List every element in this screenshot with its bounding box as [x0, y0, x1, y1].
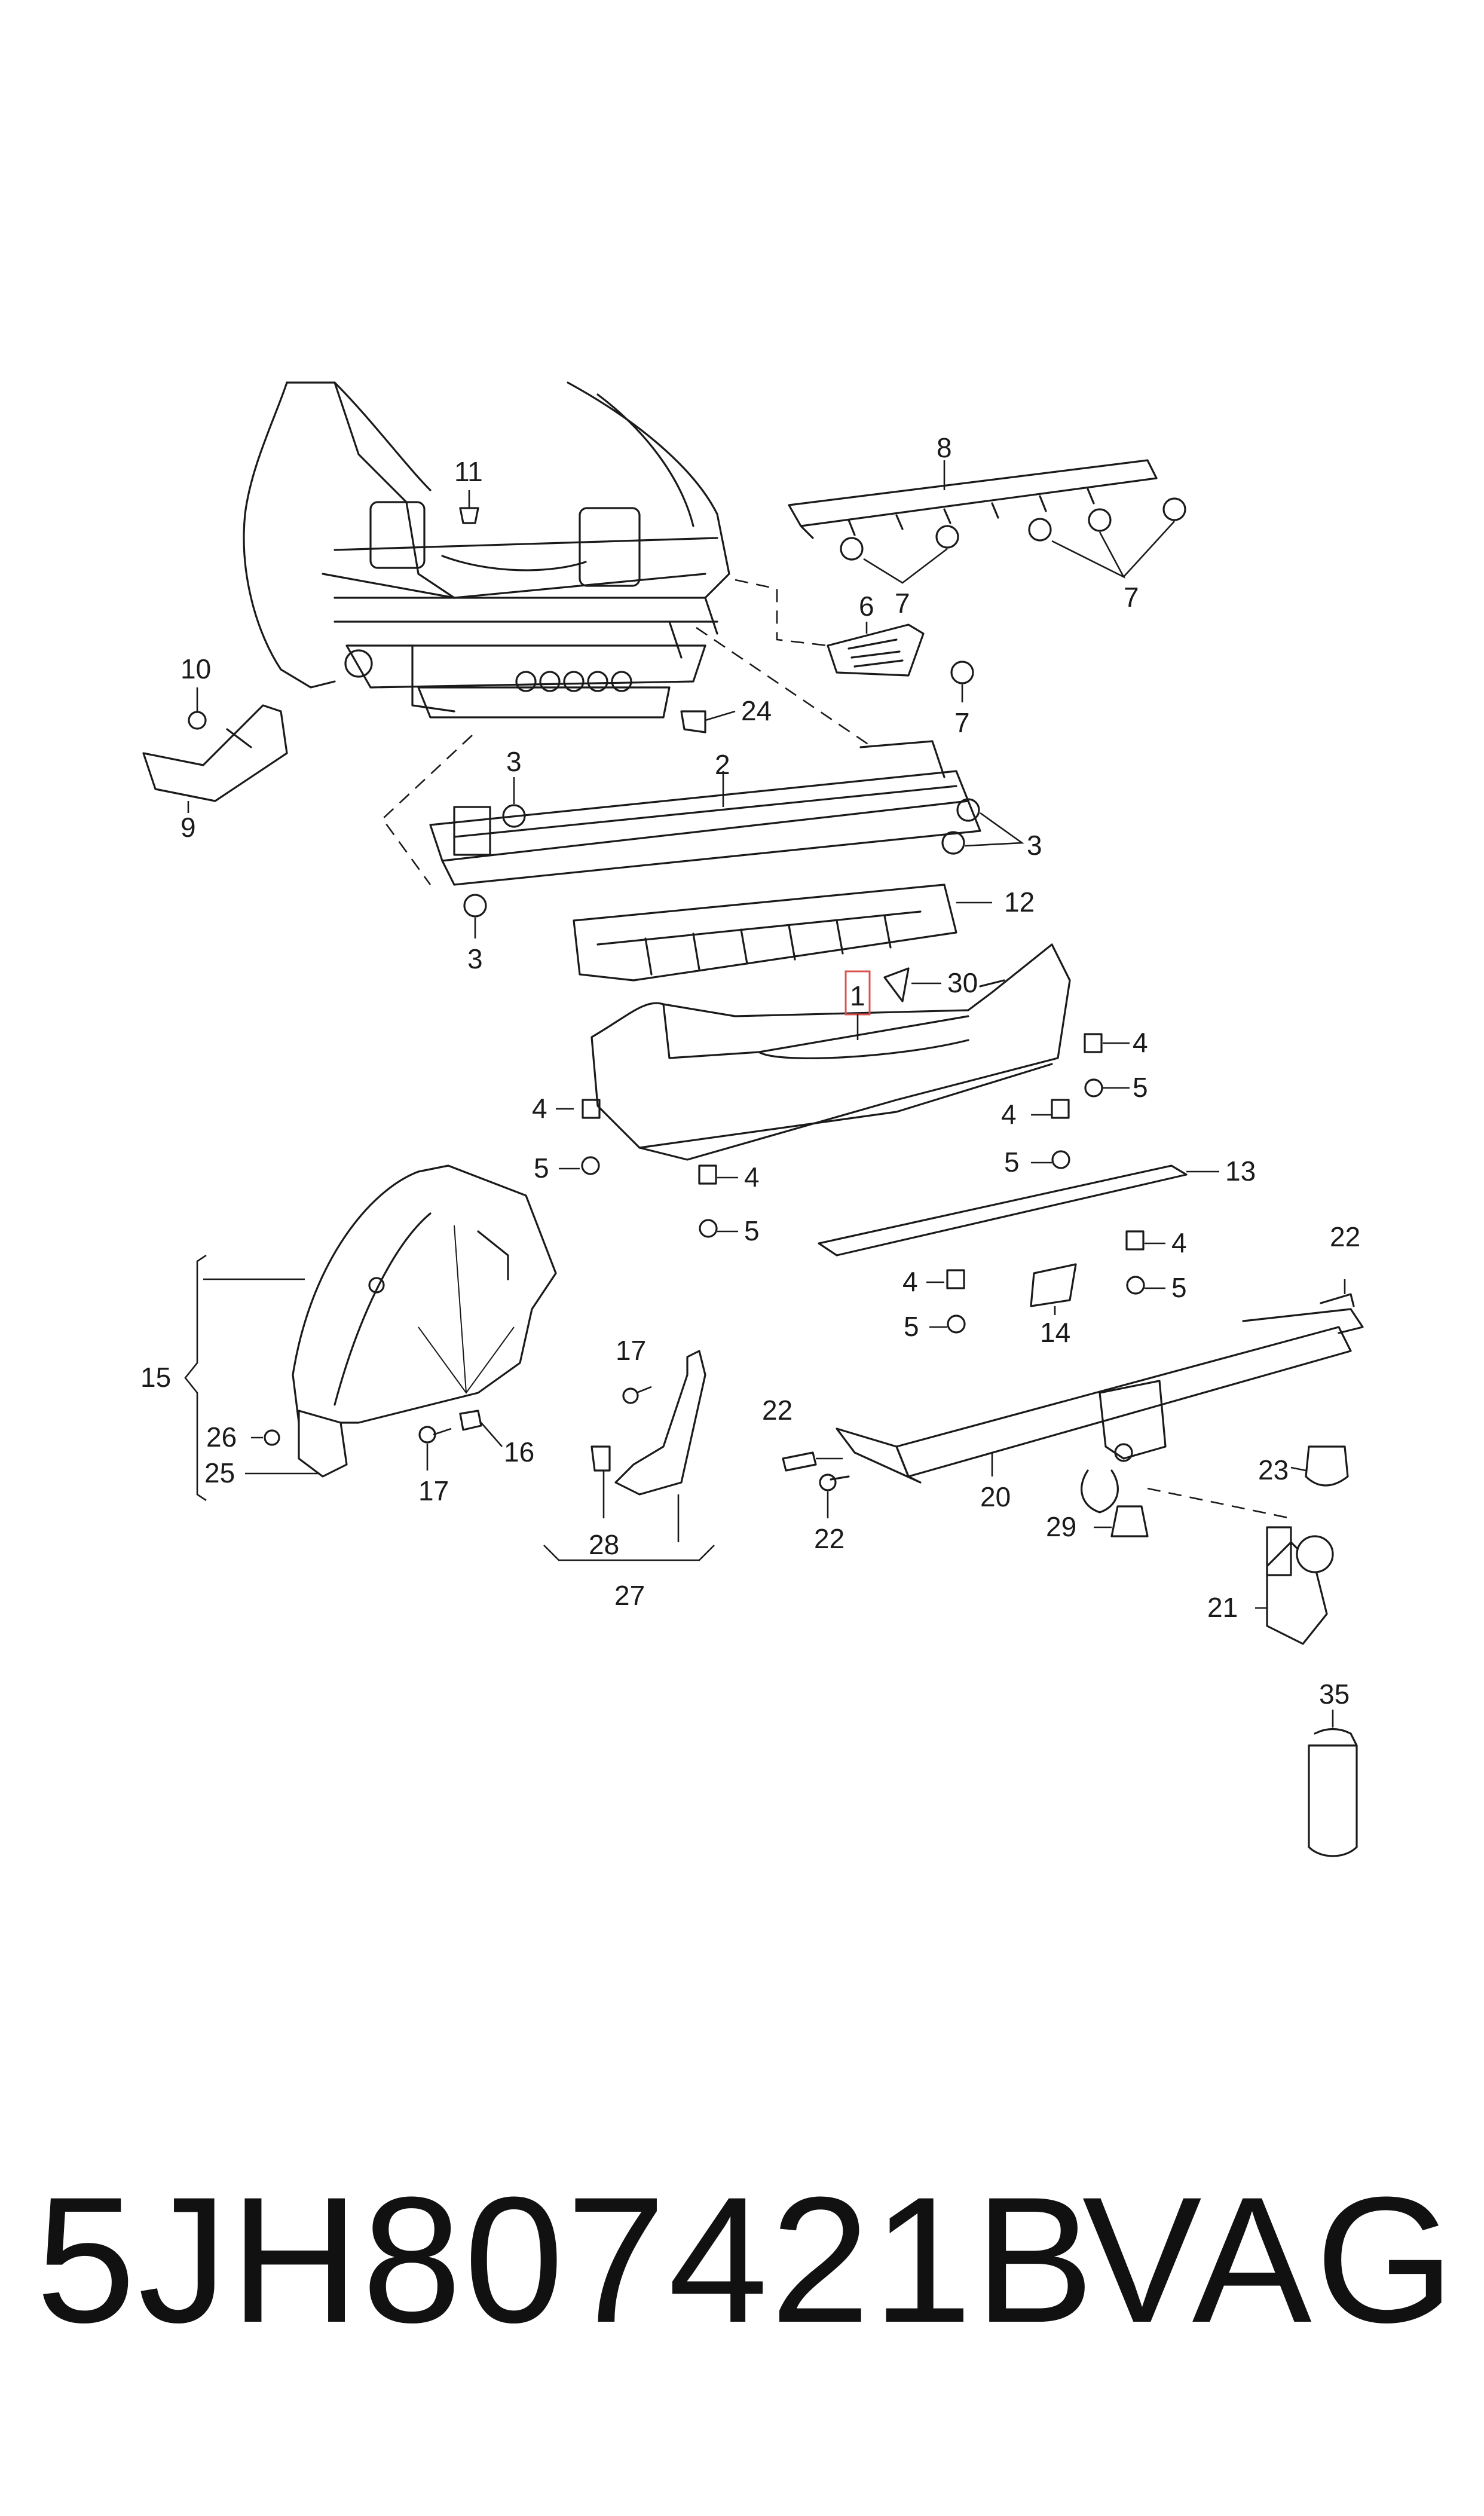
part-6-bracket	[827, 622, 974, 702]
callout-1: 1	[850, 980, 865, 1011]
callout-5: 5	[744, 1215, 760, 1246]
callout-28: 28	[589, 1529, 619, 1560]
callout-2: 2	[715, 749, 730, 780]
part-27-mud-flap	[543, 1350, 715, 1561]
callout-5: 5	[534, 1152, 549, 1184]
callout-4: 4	[1133, 1027, 1148, 1058]
callout-29: 29	[1046, 1511, 1076, 1542]
callout-8: 8	[937, 432, 952, 463]
callout-26: 26	[206, 1421, 237, 1453]
part-15-wheel-liner	[184, 1164, 557, 1502]
callout-16: 16	[504, 1436, 534, 1468]
callout-6: 6	[859, 591, 874, 622]
callout-5: 5	[1171, 1272, 1187, 1303]
footer: 5JH807421B VAG	[36, 2152, 1458, 2367]
callout-7: 7	[954, 707, 970, 738]
part-25-26-bracket	[245, 1410, 348, 1478]
part-14-cover-cap	[1030, 1263, 1077, 1315]
callout-20: 20	[980, 1481, 1011, 1512]
callout-22: 22	[1330, 1221, 1360, 1252]
part-number: 5JH807421B	[36, 2159, 1097, 2360]
part-9-side-bracket	[142, 687, 288, 813]
callout-30: 30	[947, 967, 978, 998]
callout-35: 35	[1319, 1679, 1350, 1710]
callout-11: 11	[454, 456, 483, 487]
callout-4: 4	[1171, 1227, 1187, 1258]
part-13-trim-strip	[818, 1164, 1219, 1257]
assembly-lines	[381, 579, 873, 885]
callout-17: 17	[418, 1475, 449, 1506]
callout-4: 4	[1001, 1099, 1017, 1130]
callout-15: 15	[140, 1362, 171, 1393]
callout-4: 4	[532, 1093, 547, 1124]
part-2-reinforcement-bar	[429, 740, 1024, 938]
callout-10: 10	[180, 653, 211, 684]
callout-3: 3	[467, 943, 483, 974]
callout-4: 4	[902, 1266, 918, 1297]
callout-12: 12	[1004, 886, 1035, 918]
fasteners-4-5	[556, 1033, 1165, 1334]
part-24-clip	[680, 710, 736, 733]
callout-3: 3	[506, 746, 522, 777]
callout-22: 22	[814, 1523, 844, 1554]
callout-labels: 1 2 3 3 3 4 4 4 4 4 4 5 5 5 5 5 5 6 7 7 …	[140, 432, 1360, 1710]
callout-9: 9	[180, 812, 196, 843]
callout-13: 13	[1225, 1155, 1256, 1187]
callout-4: 4	[744, 1161, 760, 1193]
callout-21: 21	[1207, 1592, 1238, 1623]
callout-24: 24	[741, 695, 772, 726]
part-1-bumper-cover	[590, 943, 1071, 1161]
callout-23: 23	[1258, 1454, 1289, 1485]
rear-body-section	[243, 381, 730, 719]
part-11-clip	[459, 490, 479, 524]
part-21-tow-ball	[1094, 1445, 1349, 1645]
part-12-energy-absorber	[573, 883, 992, 982]
callout-5: 5	[1133, 1072, 1148, 1103]
callout-14: 14	[1040, 1317, 1070, 1348]
callout-5: 5	[1004, 1147, 1020, 1178]
callout-27: 27	[614, 1580, 645, 1611]
part-35-aerosol-can	[1308, 1710, 1358, 1857]
part-30-clip	[883, 967, 941, 1002]
callout-5: 5	[904, 1311, 919, 1342]
callout-25: 25	[204, 1457, 235, 1488]
part-16-17-fasteners	[418, 1410, 503, 1471]
callout-3: 3	[1027, 830, 1042, 861]
callout-7: 7	[1124, 582, 1139, 613]
part-8-guide-rail	[788, 459, 1186, 584]
callout-22: 22	[762, 1395, 793, 1426]
part-20-tow-bar	[782, 1279, 1364, 1518]
callout-17: 17	[616, 1335, 646, 1366]
brand-name: VAG	[1082, 2159, 1458, 2360]
callout-7: 7	[895, 588, 910, 619]
